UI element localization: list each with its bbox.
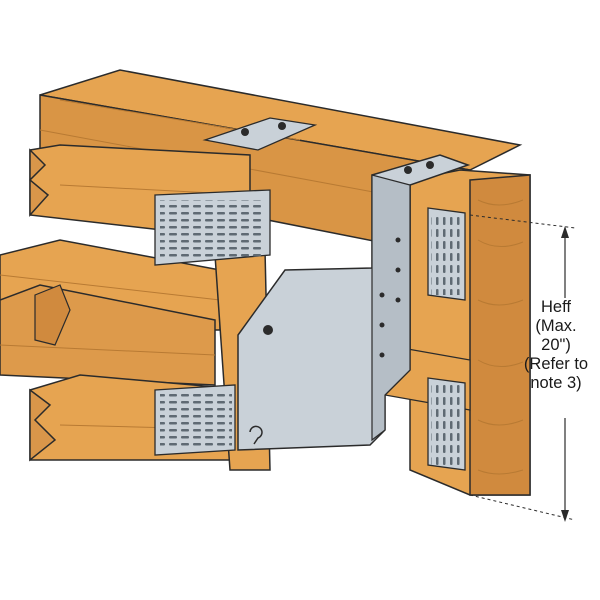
heff-dimension-line bbox=[469, 214, 576, 522]
heff-label-line3: 20") bbox=[541, 336, 571, 354]
left-flange-upper bbox=[154, 189, 271, 266]
hanger-body bbox=[237, 154, 471, 451]
heff-label-line2: (Max. bbox=[535, 317, 577, 335]
heff-label-line4: (Refer to bbox=[523, 355, 589, 373]
right-flange-lower bbox=[427, 377, 466, 471]
right-flange-upper bbox=[427, 207, 466, 301]
heff-dimension-label: Heff (Max. 20") (Refer to note 3) bbox=[514, 298, 598, 393]
hanger-logo-icon bbox=[249, 425, 263, 445]
heff-label-line1: Heff bbox=[541, 298, 571, 316]
top-strap bbox=[202, 117, 318, 151]
heff-label-line5: note 3) bbox=[530, 374, 582, 392]
left-flange-lower bbox=[154, 384, 236, 456]
